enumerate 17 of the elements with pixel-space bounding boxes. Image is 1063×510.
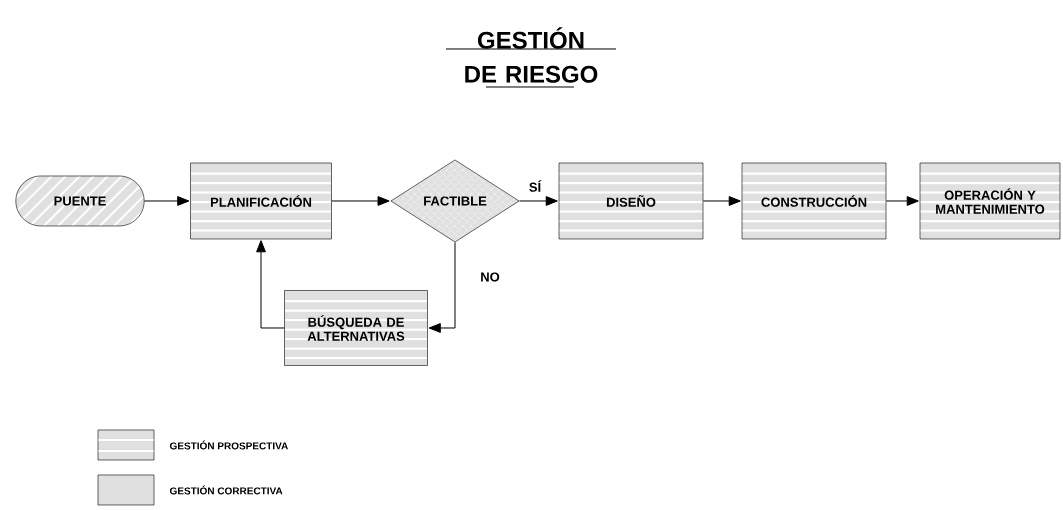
arrow xyxy=(885,196,919,206)
legend-label: GESTIÓN PROSPECTIVA xyxy=(169,440,288,450)
arrow xyxy=(519,196,558,206)
arrow xyxy=(144,196,190,206)
arrow xyxy=(428,241,456,333)
title: GESTIÓN DE RIESGO xyxy=(465,27,598,83)
arrow xyxy=(256,240,285,329)
process-box: BÚSQUEDA DE ALTERNATIVAS xyxy=(284,290,428,366)
arrow xyxy=(331,196,390,206)
arrow xyxy=(702,196,741,206)
process-box: DISEÑO xyxy=(558,162,704,240)
process-box: OPERACIÓN Y MANTENIMIENTO xyxy=(919,162,1061,240)
edge-label: SÍ xyxy=(527,179,543,193)
edge-label: NO xyxy=(479,271,501,283)
process-box: PLANIFICACIÓN xyxy=(190,162,332,240)
legend-label: GESTIÓN CORRECTIVA xyxy=(169,485,283,495)
process-box: CONSTRUCCIÓN xyxy=(741,162,887,240)
